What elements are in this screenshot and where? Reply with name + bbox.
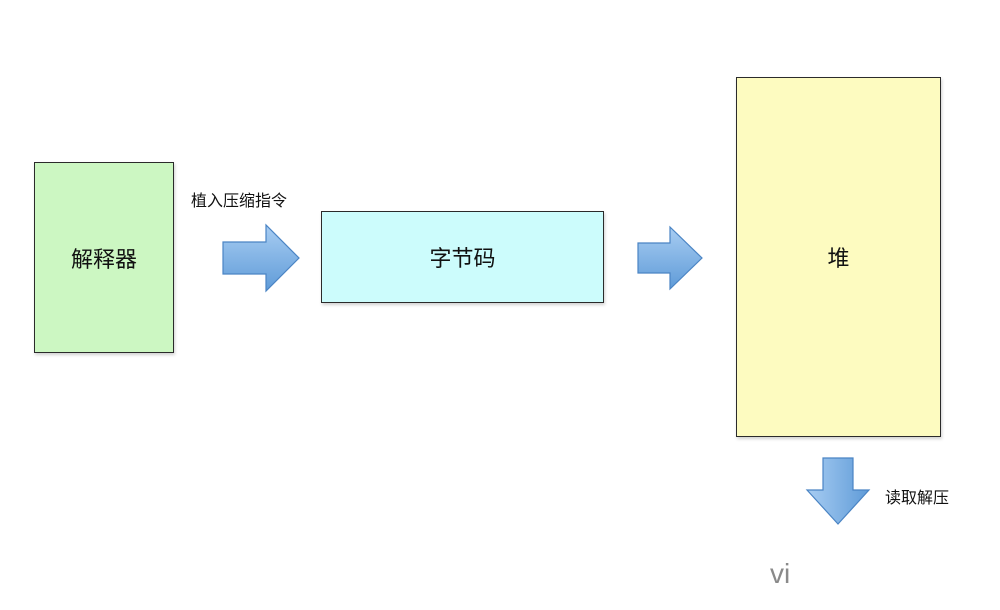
arrow-right-icon (637, 225, 703, 291)
bytecode-label: 字节码 (429, 247, 496, 272)
heap-node: 堆 (736, 77, 941, 437)
edge-label-implant-compress: 植入压缩指令 (191, 191, 288, 210)
heap-label: 堆 (827, 247, 850, 272)
footer-mark: vi (770, 558, 791, 589)
arrow-down-icon (805, 457, 871, 525)
arrow-right-icon (222, 223, 300, 293)
interpreter-label: 解释器 (70, 247, 137, 273)
arrow-right-shape (637, 225, 703, 291)
arrow-down-shape (805, 457, 871, 525)
arrow-right-shape (222, 223, 300, 293)
edge-label-read-decompress: 读取解压 (885, 488, 950, 507)
bytecode-node: 字节码 (321, 211, 604, 303)
interpreter-node: 解释器 (34, 162, 174, 353)
